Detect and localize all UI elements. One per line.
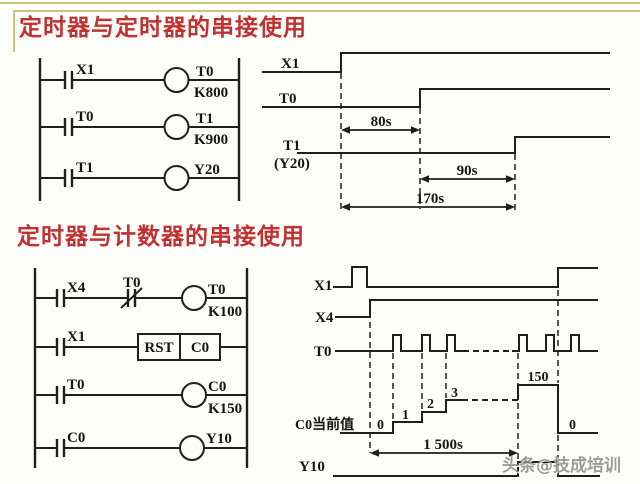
signal-label: X4 (315, 310, 334, 326)
coil-label: C0 (208, 379, 226, 395)
ladder1 (38, 58, 241, 201)
ladder1-rung2 (40, 114, 239, 140)
timing2-waves (333, 266, 600, 477)
step-value: 2 (427, 397, 434, 412)
coil-symbol (163, 114, 190, 140)
nc-slash (120, 287, 143, 309)
arrowhead-icon (506, 175, 515, 183)
timing1-labels: X1 T0 T1 (Y20) 80s 90s 170s (274, 56, 478, 207)
coil-symbol (163, 165, 190, 191)
signal-label: Y10 (299, 459, 325, 475)
step-value: 1 (402, 408, 409, 423)
signal-label: X1 (314, 278, 332, 294)
contact-label: T1 (76, 160, 94, 176)
signal-label: T0 (314, 344, 332, 360)
top-border-line (0, 2, 640, 4)
coil-symbol (163, 67, 190, 93)
signal-t0 (262, 88, 610, 108)
nc-contact-label: T0 (123, 275, 141, 291)
coil-symbol (181, 285, 207, 311)
signal-x1 (333, 266, 598, 288)
arrowhead-icon (509, 449, 518, 457)
ladder1-rung1 (40, 67, 239, 93)
timing2-dashed (369, 270, 559, 460)
signal-x4 (335, 299, 598, 318)
signal-label: T0 (279, 91, 297, 107)
preset-label: K100 (208, 304, 242, 320)
duration-label: 170s (416, 191, 445, 207)
arrowhead-icon (411, 126, 420, 134)
ladder2-labels: X4 T0 T0 K100 X1 RST C0 T0 C0 K150 C0 Y1… (67, 275, 242, 447)
ladder2-rung1 (35, 285, 247, 311)
contact-label: T0 (76, 109, 94, 125)
coil-label: Y20 (194, 162, 220, 178)
contact-label: X4 (67, 280, 86, 296)
preset-label: K800 (194, 85, 228, 101)
c0-current-value-label: C0当前值 (295, 416, 354, 433)
contact-label: T0 (67, 377, 85, 393)
signal-t1 (297, 136, 610, 154)
step-value: 150 (528, 370, 549, 385)
contact-label: X1 (76, 62, 94, 78)
step-value: 0 (569, 418, 576, 433)
coil-symbol (181, 382, 207, 408)
section1-title-box: 定时器与定时器的串接使用 (13, 10, 640, 52)
signal-label: X1 (281, 56, 299, 72)
arrowhead-icon (341, 126, 350, 134)
duration-label: 80s (371, 114, 392, 130)
watermark: 头条@技成培训 (502, 456, 621, 476)
signal-x1 (262, 52, 610, 73)
ladder2 (33, 268, 249, 468)
preset-label: K150 (208, 401, 242, 417)
ladder2-rung2 (35, 333, 247, 361)
preset-label: K900 (194, 132, 228, 148)
rst-target-label: C0 (191, 340, 209, 356)
ladder1-rung3 (40, 165, 239, 191)
ladder2-rung3 (35, 382, 247, 408)
timing2-labels: X1 X4 T0 C0当前值 0 1 2 3 150 0 1 500s Y10 (295, 278, 576, 475)
arrowhead-icon (370, 449, 379, 457)
duration-label: 1 500s (423, 437, 463, 453)
coil-symbol (179, 435, 205, 461)
contact-label: X1 (67, 329, 85, 345)
timing1-arrowheads (341, 126, 515, 211)
arrowhead-icon (506, 203, 515, 211)
step-value: 0 (377, 418, 384, 433)
coil-label: Y10 (206, 431, 232, 447)
section2-title: 定时器与计数器的串接使用 (17, 224, 305, 250)
step-value: 3 (451, 386, 458, 401)
rst-cmd-label: RST (144, 340, 173, 356)
c0-staircase (340, 384, 598, 434)
signal-sublabel: (Y20) (274, 156, 310, 172)
timing1-waves (262, 52, 610, 208)
contact-label: C0 (67, 430, 85, 446)
coil-label: T0 (208, 282, 226, 298)
signal-label: T1 (283, 138, 301, 154)
section2-title-wrap: 定时器与计数器的串接使用 (17, 224, 305, 250)
coil-label: T0 (196, 64, 214, 80)
arrowhead-icon (420, 175, 429, 183)
coil-label: T1 (196, 111, 214, 127)
signal-y10 (333, 461, 600, 477)
timing1-dashed (340, 73, 516, 212)
timing2-arrowheads (370, 449, 518, 457)
signal-t0 (335, 334, 598, 352)
arrowhead-icon (341, 203, 350, 211)
ladder2-rung4 (35, 435, 247, 461)
section1-title: 定时器与定时器的串接使用 (19, 15, 307, 41)
ladder1-labels: X1 T0 K800 T0 T1 K900 T1 Y20 (76, 62, 228, 178)
duration-label: 90s (457, 163, 478, 179)
